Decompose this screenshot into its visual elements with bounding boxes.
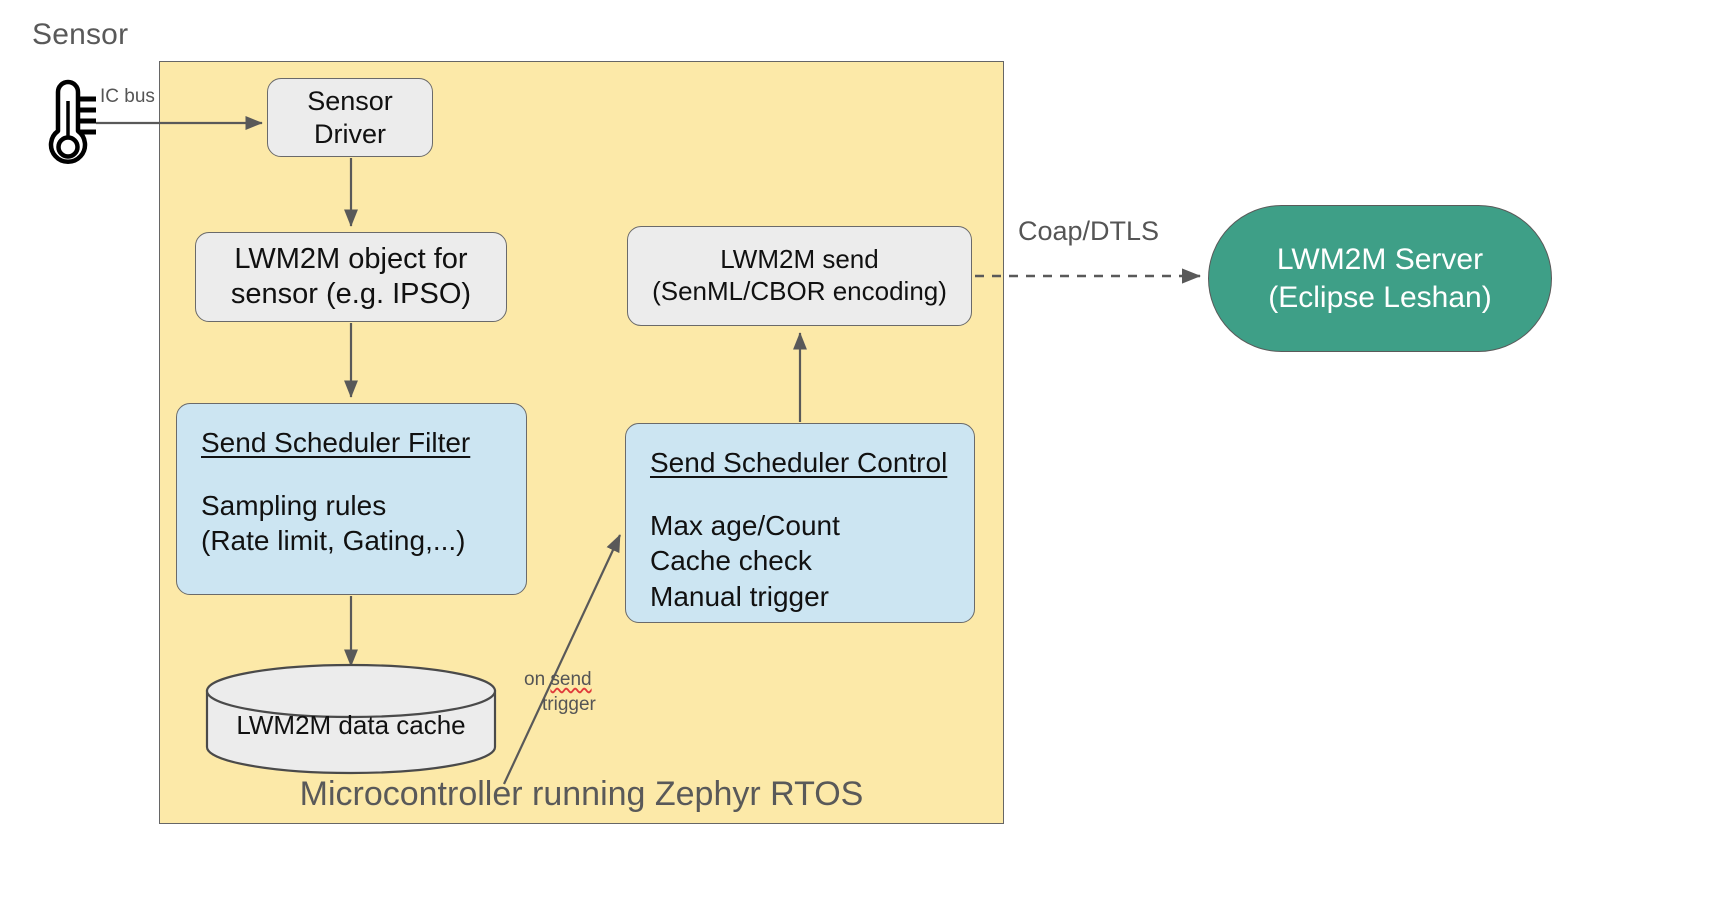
edge-label-on-send-trigger: on send trigger xyxy=(524,668,614,717)
send-scheduler-control-title: Send Scheduler Control xyxy=(650,447,948,478)
send-scheduler-filter-line-1: Sampling rules xyxy=(201,489,387,521)
node-lwm2m-send[interactable]: LWM2M send (SenML/CBOR encoding) xyxy=(627,226,972,326)
node-sensor-driver-line2: Driver xyxy=(314,118,386,149)
node-lwm2m-send-line2: (SenML/CBOR encoding) xyxy=(652,276,947,306)
edge-label-coap-dtls: Coap/DTLS xyxy=(1018,216,1160,246)
send-scheduler-control-line-3: Manual trigger xyxy=(650,581,829,613)
misspelled-word: send xyxy=(550,669,592,690)
thermometer-icon xyxy=(48,79,96,164)
send-scheduler-control-line-2: Cache check xyxy=(650,545,812,577)
node-lwm2m-object-line1: LWM2M object for xyxy=(234,242,468,275)
on-send-trigger-line2: trigger xyxy=(542,693,596,715)
node-send-scheduler-control[interactable]: Send Scheduler Control Max age/Count Cac… xyxy=(625,423,975,623)
node-lwm2m-send-line1: LWM2M send xyxy=(720,244,879,275)
node-lwm2m-object[interactable]: LWM2M object for sensor (e.g. IPSO) xyxy=(195,232,507,322)
node-lwm2m-server[interactable]: LWM2M Server (Eclipse Leshan) xyxy=(1208,205,1552,352)
sensor-label: Sensor xyxy=(32,18,129,51)
microcontroller-caption: Microcontroller running Zephyr RTOS xyxy=(299,775,864,813)
node-lwm2m-server-line1: LWM2M Server xyxy=(1276,242,1484,276)
node-lwm2m-object-line2: sensor (e.g. IPSO) xyxy=(230,278,472,310)
node-sensor-driver-line1: Sensor xyxy=(307,85,393,116)
node-send-scheduler-filter[interactable]: Send Scheduler Filter Sampling rules (Ra… xyxy=(176,403,527,595)
node-sensor-driver[interactable]: Sensor Driver xyxy=(267,78,433,157)
edge-label-ic-bus: IC bus xyxy=(100,86,155,107)
on-send-trigger-line1: on send xyxy=(524,669,592,690)
node-lwm2m-server-line2: (Eclipse Leshan) xyxy=(1268,280,1492,314)
send-scheduler-control-line-1: Max age/Count xyxy=(650,509,840,541)
send-scheduler-filter-title: Send Scheduler Filter xyxy=(201,427,471,458)
send-scheduler-filter-line-2: (Rate limit, Gating,...) xyxy=(201,525,466,557)
node-data-cache-label: LWM2M data cache xyxy=(236,710,466,740)
